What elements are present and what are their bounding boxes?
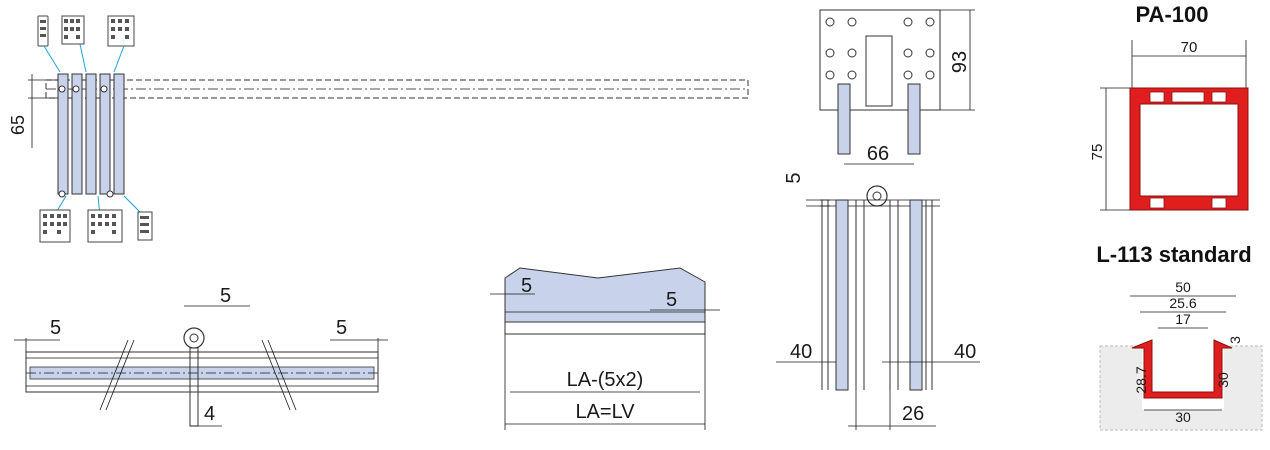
hinge-top-width-label: 66 bbox=[867, 143, 889, 165]
l113-width-mid-label: 25.6 bbox=[1169, 295, 1196, 311]
pa100-width-label: 70 bbox=[1181, 39, 1198, 56]
pa100-title: PA-100 bbox=[1136, 2, 1209, 27]
hinge-bottom-right-label: 40 bbox=[954, 341, 976, 363]
section-view: 5 5 LA-(5x2) LA=LV bbox=[490, 267, 720, 430]
front-axle-label: 4 bbox=[204, 403, 215, 425]
front-left-gap-label: 5 bbox=[50, 317, 61, 339]
fitting-icons-bottom bbox=[39, 209, 153, 243]
l113-base-label: 30 bbox=[1175, 409, 1191, 425]
l113-depth-left-label: 28.7 bbox=[1133, 366, 1149, 393]
section-left-gap-label: 5 bbox=[521, 275, 532, 297]
l113-lip-label: 3 bbox=[1227, 336, 1243, 344]
hinge-bottom-center-label: 26 bbox=[902, 403, 924, 425]
hinge-bottom-gap-label: 5 bbox=[783, 172, 805, 183]
front-center-gap-label: 5 bbox=[220, 285, 231, 307]
hinge-bottom-view: 5 40 40 26 bbox=[776, 172, 980, 430]
hinge-bottom-left-label: 40 bbox=[790, 341, 812, 363]
front-right-gap-label: 5 bbox=[336, 317, 347, 339]
section-inner-formula: LA-(5x2) bbox=[567, 369, 644, 391]
fitting-leaders-top bbox=[43, 43, 125, 73]
l113-profile: L-113 standard 50 25.6 17 3 28.7 30 30 bbox=[1096, 242, 1263, 431]
plan-view: 65 bbox=[8, 15, 749, 243]
l113-depth-right-label: 30 bbox=[1215, 372, 1231, 388]
hinge-top-height-label: 93 bbox=[949, 51, 971, 73]
section-outer-formula: LA=LV bbox=[575, 401, 635, 423]
plan-height-label: 65 bbox=[8, 115, 28, 135]
section-right-gap-label: 5 bbox=[666, 289, 677, 311]
l113-width-outer-label: 50 bbox=[1175, 279, 1191, 295]
l113-title: L-113 standard bbox=[1096, 242, 1251, 267]
plan-panels bbox=[57, 73, 125, 198]
pa100-profile: PA-100 70 75 bbox=[1089, 2, 1249, 211]
plan-height-dimension: 65 bbox=[8, 74, 58, 148]
fitting-icons-top bbox=[37, 15, 135, 47]
l113-width-inner-label: 17 bbox=[1175, 311, 1191, 327]
pa100-height-label: 75 bbox=[1089, 144, 1106, 161]
front-view: 5 5 5 4 bbox=[14, 285, 388, 427]
hinge-top-view: 93 66 bbox=[819, 9, 975, 165]
